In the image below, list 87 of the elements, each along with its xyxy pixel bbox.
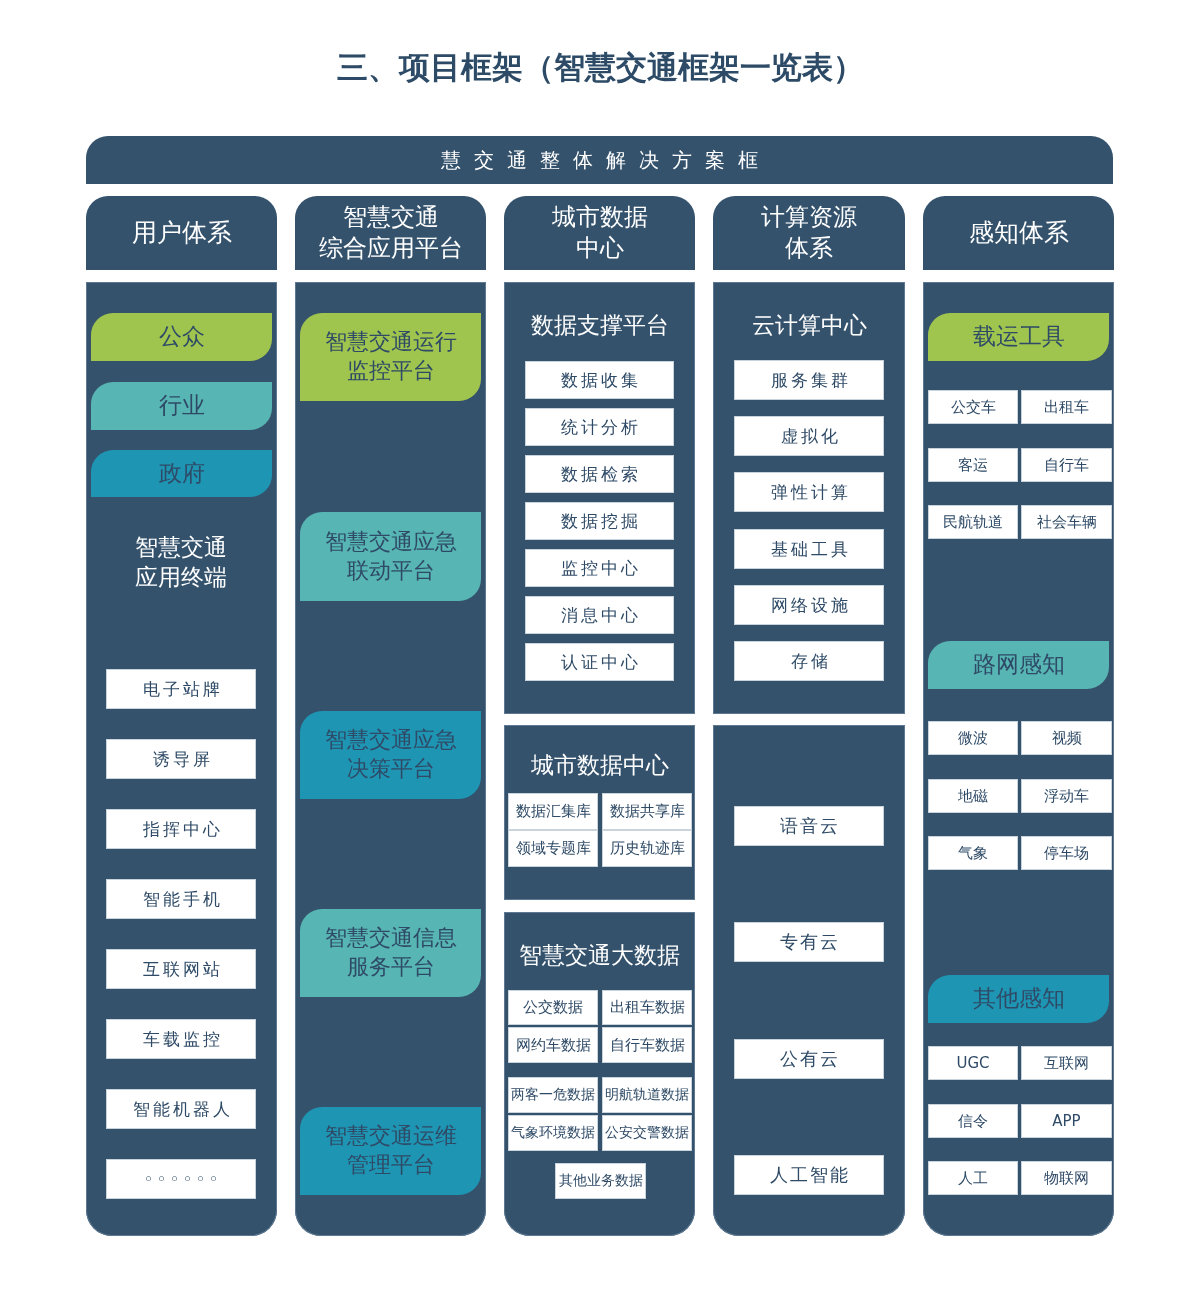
item-card: 电子站牌 <box>107 670 255 708</box>
item-card: 自行车 <box>1022 449 1111 481</box>
column-panel <box>86 282 277 1236</box>
item-card: 民航轨道 <box>929 506 1017 538</box>
column-header: 计算资源体系 <box>713 196 905 270</box>
item-card: 其他业务数据 <box>556 1164 645 1198</box>
title-banner: 慧交通整体解决方案框 <box>86 136 1113 184</box>
item-card: ◦◦◦◦◦◦ <box>107 1160 255 1198</box>
item-card: 基础工具 <box>735 530 883 568</box>
item-card: 社会车辆 <box>1022 506 1111 538</box>
column-panel <box>923 282 1114 1236</box>
item-card: 虚拟化 <box>735 417 883 455</box>
item-card: 诱导屏 <box>107 740 255 778</box>
item-card: 统计分析 <box>526 409 673 445</box>
category-tab: 智慧交通运行监控平台 <box>300 313 481 401</box>
item-card: 数据挖掘 <box>526 503 673 539</box>
item-card: 公交数据 <box>509 991 597 1024</box>
column-header: 智慧交通综合应用平台 <box>295 196 486 270</box>
item-card: 数据共享库 <box>603 794 691 829</box>
item-card: 专有云 <box>735 923 883 961</box>
item-card: 浮动车 <box>1022 780 1111 812</box>
item-card: 人工 <box>929 1162 1017 1194</box>
item-card: 数据收集 <box>526 362 673 398</box>
item-card: 出租车数据 <box>603 991 691 1024</box>
column-header: 感知体系 <box>923 196 1114 270</box>
item-card: 明航轨道数据 <box>603 1078 691 1112</box>
item-card: 存储 <box>735 642 883 680</box>
item-card: 公安交警数据 <box>603 1116 691 1150</box>
item-card: 地磁 <box>929 780 1017 812</box>
column-panel <box>713 725 905 1236</box>
item-card: 领域专题库 <box>509 831 597 866</box>
item-card: 自行车数据 <box>603 1028 691 1062</box>
category-tab: 其他感知 <box>928 975 1109 1023</box>
column-panel <box>295 282 486 1236</box>
item-card: 公有云 <box>735 1040 883 1078</box>
item-card: 公交车 <box>929 391 1017 423</box>
item-card: 指挥中心 <box>107 810 255 848</box>
category-tab: 智慧交通应急决策平台 <box>300 711 481 799</box>
item-card: 互联网 <box>1022 1047 1111 1079</box>
item-card: 视频 <box>1022 722 1111 754</box>
section-panel <box>504 725 695 900</box>
item-card: 语音云 <box>735 807 883 845</box>
panel-heading: 数据支撑平台 <box>530 311 669 340</box>
item-card: 人工智能 <box>735 1156 883 1194</box>
item-card: 气象环境数据 <box>509 1116 597 1150</box>
panel-heading: 智慧交通大数据 <box>519 941 680 970</box>
item-card: 出租车 <box>1022 391 1111 423</box>
item-card: 智能机器人 <box>107 1090 255 1128</box>
column-header: 用户体系 <box>86 196 277 270</box>
category-tab: 政府 <box>91 450 272 497</box>
section-panel <box>504 282 695 714</box>
category-tab: 路网感知 <box>928 641 1109 689</box>
category-tab: 智慧交通运维管理平台 <box>300 1107 481 1195</box>
group-heading: 智慧交通应用终端 <box>134 533 228 592</box>
item-card: 信令 <box>929 1105 1017 1137</box>
item-card: 车载监控 <box>107 1020 255 1058</box>
category-tab: 载运工具 <box>928 313 1109 361</box>
item-card: 消息中心 <box>526 597 673 633</box>
item-card: 气象 <box>929 837 1017 869</box>
item-card: 物联网 <box>1022 1162 1111 1194</box>
item-card: 网约车数据 <box>509 1028 597 1062</box>
item-card: 智能手机 <box>107 880 255 918</box>
panel-heading: 城市数据中心 <box>530 751 669 780</box>
item-card: 停车场 <box>1022 837 1111 869</box>
panel-heading: 云计算中心 <box>751 311 867 340</box>
item-card: 客运 <box>929 449 1017 481</box>
item-card: 两客一危数据 <box>509 1078 597 1112</box>
column-header: 城市数据中心 <box>504 196 695 270</box>
section-panel <box>504 912 695 1236</box>
page-title: 三、项目框架（智慧交通框架一览表） <box>336 48 864 87</box>
item-card: 数据汇集库 <box>509 794 597 829</box>
category-tab: 智慧交通信息服务平台 <box>300 909 481 997</box>
item-card: 网络设施 <box>735 586 883 624</box>
category-tab: 智慧交通应急联动平台 <box>300 512 481 601</box>
item-card: 弹性计算 <box>735 473 883 511</box>
item-card: 微波 <box>929 722 1017 754</box>
item-card: UGC <box>929 1047 1017 1079</box>
item-card: 服务集群 <box>735 361 883 399</box>
category-tab: 公众 <box>91 313 272 361</box>
item-card: APP <box>1022 1105 1111 1137</box>
section-panel <box>713 282 905 714</box>
item-card: 历史轨迹库 <box>603 831 691 866</box>
item-card: 监控中心 <box>526 550 673 586</box>
item-card: 数据检索 <box>526 456 673 492</box>
item-card: 认证中心 <box>526 644 673 680</box>
category-tab: 行业 <box>91 382 272 430</box>
item-card: 互联网站 <box>107 950 255 988</box>
